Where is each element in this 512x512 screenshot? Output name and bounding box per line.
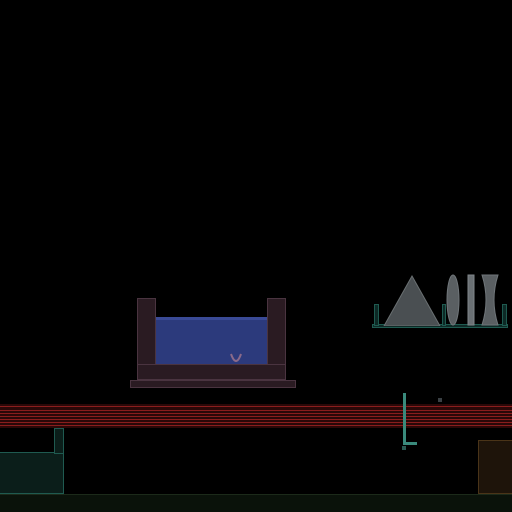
laser-line xyxy=(0,413,512,414)
optics-shelf xyxy=(372,272,510,332)
tank-water xyxy=(156,318,267,364)
right-crate-block[interactable] xyxy=(478,440,512,494)
flat-plate-icon[interactable] xyxy=(467,274,475,326)
pipe-hook[interactable] xyxy=(403,393,417,445)
shelf-left-post xyxy=(374,304,379,326)
laser-line xyxy=(0,416,512,417)
water-tank[interactable] xyxy=(130,298,296,388)
left-platform-post xyxy=(54,428,64,454)
shelf-right-post xyxy=(502,304,507,326)
tank-floor xyxy=(137,364,286,380)
small-particle xyxy=(438,398,442,402)
laser-line xyxy=(0,406,512,407)
laser-line xyxy=(0,410,512,411)
convex-lens-icon[interactable] xyxy=(446,274,460,326)
left-platform-block xyxy=(0,452,64,494)
pipe-tip xyxy=(402,446,406,450)
droplet-icon[interactable] xyxy=(228,352,244,366)
laser-beam-band xyxy=(0,404,512,428)
laser-line xyxy=(0,422,512,423)
concave-lens-icon[interactable] xyxy=(480,274,500,326)
shelf-mid-post xyxy=(442,304,446,326)
triangle-prism-icon[interactable] xyxy=(382,274,442,326)
tank-base-plate xyxy=(130,380,296,388)
shelf-rail xyxy=(372,324,508,328)
ground-floor xyxy=(0,494,512,512)
laser-line xyxy=(0,425,512,426)
laser-line xyxy=(0,419,512,420)
water-surface xyxy=(156,317,267,320)
